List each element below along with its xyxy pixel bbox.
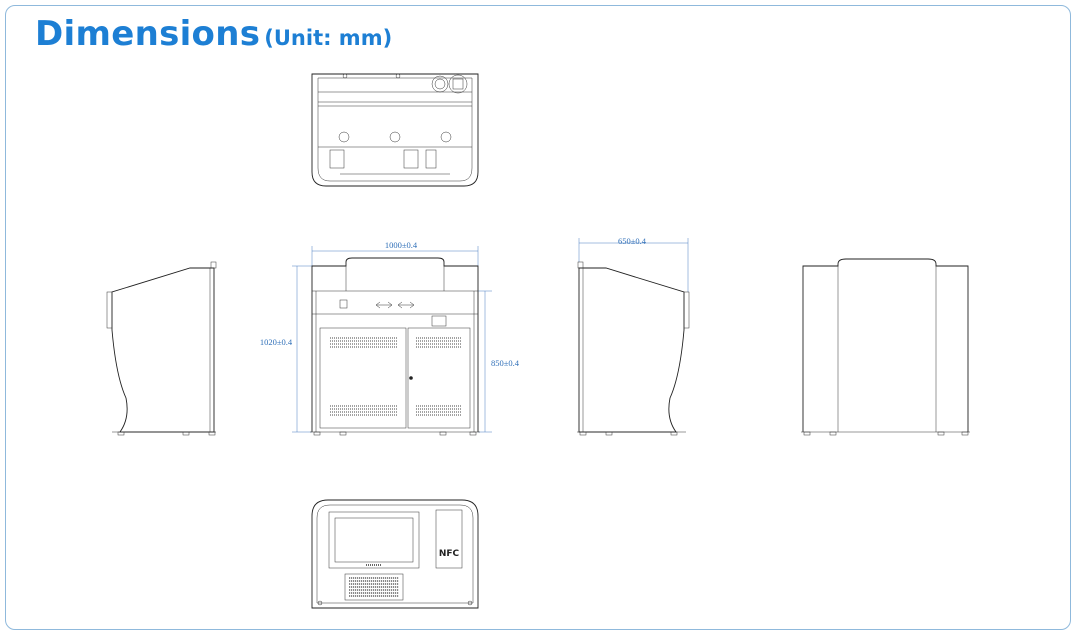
page-title: Dimensions(Unit: mm) xyxy=(35,14,392,54)
dim-width-label: 1000±0.4 xyxy=(385,240,418,250)
top-view xyxy=(311,73,479,187)
vent-grilles xyxy=(330,337,462,416)
rear-view xyxy=(801,258,970,436)
front-view: 1000±0.4 1020±0.4 850±0.4 xyxy=(260,240,520,436)
left-side-view xyxy=(106,261,217,436)
dim-depth-label: 650±0.4 xyxy=(618,236,647,246)
keypad-grid xyxy=(349,577,399,597)
title-main: Dimensions xyxy=(35,14,261,54)
dim-lower-height-label: 850±0.4 xyxy=(491,358,520,368)
right-side-view: 650±0.4 xyxy=(577,236,690,436)
title-unit: (Unit: mm) xyxy=(264,26,393,50)
bottom-view: NFC xyxy=(311,499,479,609)
nfc-label: NFC xyxy=(439,549,460,559)
dim-height-label: 1020±0.4 xyxy=(260,337,293,347)
page-frame xyxy=(5,5,1071,630)
